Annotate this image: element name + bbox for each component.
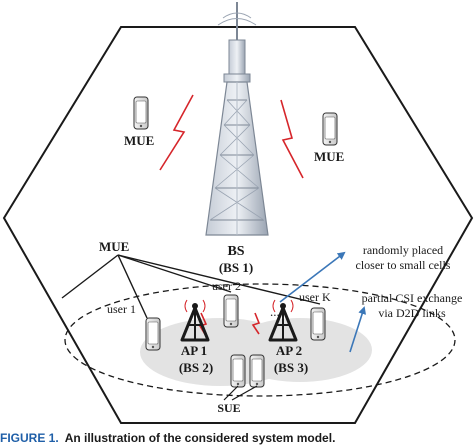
placed-annotation-line1: randomly placed [363, 243, 443, 257]
mue-group-label: MUE [99, 239, 129, 254]
mue-connector [117, 254, 148, 319]
lightning-icon [251, 312, 261, 335]
userk-label: user K [299, 290, 331, 304]
access-point-icon [268, 299, 298, 342]
figure-label: FIGURE 1. [0, 431, 59, 445]
mue-top-right-label: MUE [314, 149, 344, 164]
csi-arrow [349, 306, 366, 353]
lightning-icon [159, 94, 194, 171]
placed-annotation-line2: closer to small cells [356, 258, 451, 272]
sue-label: SUE [217, 401, 240, 415]
phone-icon [249, 354, 265, 388]
phone-icon [322, 112, 338, 146]
bs-sub-label: (BS 1) [219, 260, 253, 275]
figure-caption: FIGURE 1. An illustration of the consider… [0, 431, 474, 445]
phone-icon [145, 317, 161, 351]
csi-annotation-line2: via D2D links [378, 306, 446, 320]
ap1-sub-label: (BS 2) [179, 360, 213, 375]
dots-label: ... [270, 304, 280, 319]
ap2-label: AP 2 [276, 343, 302, 358]
macro-cell-hexagon [2, 26, 474, 424]
phone-icon [230, 354, 246, 388]
phone-icon [223, 294, 239, 328]
sue-connector [231, 385, 258, 401]
phone-icon [133, 96, 149, 130]
ap2-sub-label: (BS 3) [274, 360, 308, 375]
tower-icon [205, 2, 269, 236]
phone-icon [310, 307, 326, 341]
ap1-label: AP 1 [181, 343, 207, 358]
small-cell-cluster [64, 283, 456, 397]
lightning-icon [280, 99, 304, 179]
user2-label: user 2 [212, 279, 241, 293]
figure-caption-text: An illustration of the considered system… [64, 431, 336, 445]
user1-label: user 1 [107, 302, 136, 316]
csi-annotation-line1: partial CSI exchange [362, 291, 463, 305]
mue-connector [117, 254, 232, 293]
mue-connector [61, 254, 119, 299]
mue-top-left-label: MUE [124, 133, 154, 148]
sue-connector [223, 385, 239, 401]
mue-connector [117, 254, 321, 305]
access-point-icon [180, 299, 210, 342]
bs-label: BS [227, 244, 244, 259]
placed-arrow [279, 251, 346, 303]
